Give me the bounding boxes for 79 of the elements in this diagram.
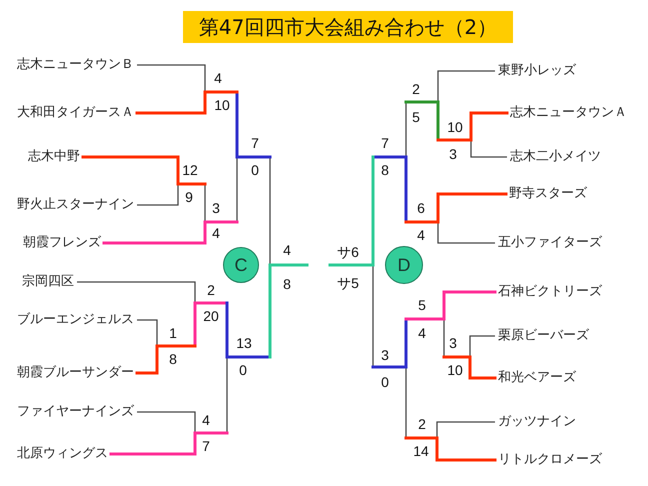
score: 3 xyxy=(449,335,457,351)
team-name: ファイヤーナインズ xyxy=(17,404,134,420)
team-name: ガッツナイン xyxy=(498,414,576,430)
score: 10 xyxy=(214,97,230,113)
bracket-line xyxy=(470,140,507,158)
score: サ5 xyxy=(337,275,359,291)
score: 4 xyxy=(212,225,220,241)
team-name: 五小ファイターズ xyxy=(498,235,602,251)
bracket-line xyxy=(77,281,196,303)
team-name: 野火止スターナイン xyxy=(17,197,134,213)
bracket-line xyxy=(404,290,496,320)
score: 5 xyxy=(418,297,426,313)
score: 10 xyxy=(447,119,463,135)
team-name: 東野小レッズ xyxy=(498,63,576,79)
score: 8 xyxy=(381,162,389,178)
bracket-line xyxy=(437,70,495,102)
bracket-line xyxy=(137,411,196,433)
score: 12 xyxy=(182,162,198,178)
team-name: ブルーエンジェルス xyxy=(17,312,134,328)
team-name: 志木中野 xyxy=(28,149,80,165)
team-name: 志木ニュータウンＢ xyxy=(17,57,134,73)
score: 7 xyxy=(202,438,210,454)
score: 2 xyxy=(412,81,420,97)
score: 20 xyxy=(203,308,219,324)
score: 4 xyxy=(283,242,291,258)
score: 1 xyxy=(169,325,177,341)
score: 4 xyxy=(417,227,425,243)
team-name: 北原ウィングス xyxy=(17,446,108,462)
score: 3 xyxy=(449,146,457,162)
team-name: 志木ニュータウンＡ xyxy=(510,105,627,121)
team-name: 宗岡四区 xyxy=(22,274,74,290)
score: サ6 xyxy=(337,244,359,260)
bracket-line xyxy=(436,112,508,142)
bracket-line xyxy=(404,436,496,462)
team-name: 石神ビクトリーズ xyxy=(498,284,602,300)
letter-circle: D xyxy=(385,246,423,284)
score: 0 xyxy=(251,162,259,178)
bracket-line xyxy=(469,335,495,357)
team-name: 栗原ビーバーズ xyxy=(498,328,589,344)
team-name: 朝霞ブルーサンダー xyxy=(17,365,134,381)
score: 3 xyxy=(381,347,389,363)
score: 4 xyxy=(214,70,222,86)
bracket-line xyxy=(437,222,495,244)
score: 2 xyxy=(207,282,215,298)
score: 4 xyxy=(418,325,426,341)
team-name: 大和田タイガースＡ xyxy=(17,105,134,121)
bracket-line xyxy=(404,192,508,224)
score: 5 xyxy=(412,109,420,125)
score: 6 xyxy=(417,200,425,216)
team-name: 和光ベアーズ xyxy=(498,370,576,386)
score: 9 xyxy=(185,189,193,205)
bracket-line xyxy=(136,344,196,374)
score: 8 xyxy=(169,351,177,367)
score: 8 xyxy=(283,276,291,292)
score: 14 xyxy=(413,443,429,459)
score: 0 xyxy=(239,362,247,378)
score: 0 xyxy=(381,374,389,390)
score: 7 xyxy=(251,135,259,151)
team-name: リトルクロメーズ xyxy=(498,452,602,468)
score: 7 xyxy=(381,135,389,151)
score: 10 xyxy=(447,362,463,378)
title: 第47回四市大会組み合わせ（2） xyxy=(183,11,513,43)
team-name: 野寺スターズ xyxy=(509,186,587,202)
bracket-line xyxy=(442,356,496,380)
team-name: 志木二小メイツ xyxy=(510,149,601,165)
bracket-line xyxy=(110,432,228,456)
bracket-line xyxy=(137,184,179,206)
bracket-line xyxy=(82,156,206,186)
bracket-line xyxy=(102,220,238,244)
letter-circle: C xyxy=(223,247,259,283)
bracket-line xyxy=(137,319,158,346)
score: 2 xyxy=(418,416,426,432)
score: 3 xyxy=(212,200,220,216)
bracket-line xyxy=(137,64,206,92)
bracket-line xyxy=(136,90,238,114)
score: 13 xyxy=(236,335,252,351)
team-name: 朝霞フレンズ xyxy=(23,235,101,251)
score: 4 xyxy=(202,412,210,428)
bracket-line xyxy=(436,421,495,438)
